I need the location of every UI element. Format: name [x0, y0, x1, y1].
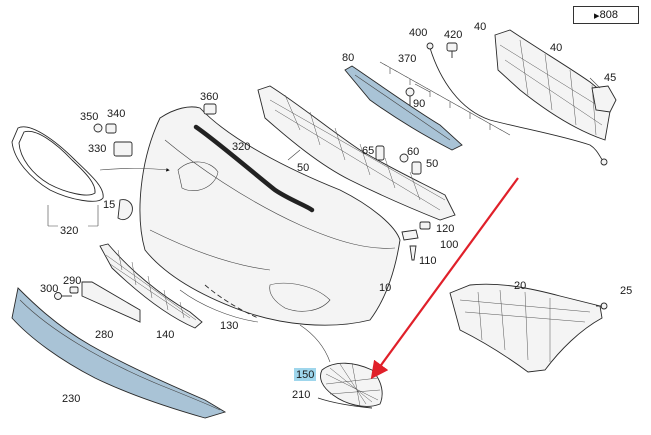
part-40-energy-absorber[interactable] [494, 29, 613, 141]
part-labels: 400 420 40 40 45 80 370 90 360 350 340 3… [40, 21, 632, 405]
label-90[interactable]: 90 [413, 98, 425, 110]
part-45-bracket[interactable] [591, 85, 617, 113]
label-280[interactable]: 280 [95, 329, 113, 341]
reference-box[interactable]: ▸ 808 [573, 6, 639, 24]
label-320[interactable]: 320 [232, 141, 250, 153]
label-340[interactable]: 330 [88, 143, 106, 155]
part-100-bracket[interactable] [401, 229, 419, 241]
part-410-cable[interactable] [426, 42, 608, 166]
label-60[interactable]: 60 [407, 146, 419, 158]
label-55[interactable]: 50 [426, 158, 438, 170]
part-360-ring[interactable] [93, 123, 103, 133]
part-10-bumper-cover[interactable] [139, 106, 401, 326]
label-50[interactable]: 50 [297, 162, 309, 174]
label-210[interactable]: 210 [292, 389, 310, 401]
label-370[interactable]: 360 [200, 91, 218, 103]
part-120-bracket[interactable] [419, 221, 431, 230]
part-20-side-bracket[interactable] [449, 283, 603, 373]
highlight-box-150 [294, 368, 316, 381]
part-60-clip[interactable] [399, 153, 409, 163]
label-130[interactable]: 130 [220, 320, 238, 332]
label-150[interactable]: 150 [296, 369, 314, 381]
leader-lines [99, 77, 601, 363]
part-15-bracket[interactable] [117, 199, 133, 221]
label-400[interactable]: 370 [398, 53, 416, 65]
reference-label: 808 [599, 9, 618, 21]
part-370-sensor[interactable] [203, 103, 217, 115]
part-340-module[interactable] [113, 141, 133, 157]
part-150-side-grille[interactable] [320, 362, 383, 407]
part-110-clip[interactable] [409, 245, 417, 261]
part-25-screw[interactable] [596, 302, 608, 310]
label-410[interactable]: 400 [409, 27, 427, 39]
label-25[interactable]: 25 [620, 285, 632, 297]
label-100[interactable]: 100 [440, 239, 458, 251]
red-indicator-arrow [370, 177, 519, 380]
label-20[interactable]: 20 [514, 280, 526, 292]
part-130-trim-strip[interactable] [204, 284, 259, 319]
part-55-bracket[interactable] [411, 161, 422, 175]
reference-arrow-icon: ▸ [594, 9, 600, 22]
part-80-air-deflector[interactable] [344, 65, 463, 151]
part-90-screw[interactable] [405, 87, 415, 106]
label-40-b[interactable]: 40 [550, 42, 562, 54]
part-50-upper-carrier[interactable] [257, 85, 456, 221]
part-210-trim[interactable] [317, 397, 373, 409]
label-350[interactable]: 340 [107, 108, 125, 120]
label-330[interactable]: 320 [60, 225, 78, 237]
part-350-sensor[interactable] [105, 123, 117, 134]
label-40-a[interactable]: 40 [474, 21, 486, 33]
part-330-grille-frame[interactable] [11, 126, 104, 227]
label-230[interactable]: 230 [62, 393, 80, 405]
part-320-seal-strip[interactable] [193, 124, 315, 213]
label-110[interactable]: 110 [419, 255, 437, 267]
label-360[interactable]: 350 [80, 111, 98, 123]
part-140-lower-grille[interactable] [99, 243, 203, 329]
label-140[interactable]: 140 [156, 329, 174, 341]
label-65[interactable]: 65 [362, 145, 374, 157]
part-230-front-spoiler[interactable] [11, 287, 227, 419]
part-65-clip[interactable] [375, 145, 385, 161]
label-120[interactable]: 120 [436, 223, 454, 235]
label-420[interactable]: 420 [444, 29, 462, 41]
label-10[interactable]: 10 [379, 282, 391, 294]
label-80[interactable]: 80 [342, 52, 354, 64]
label-300[interactable]: 300 [40, 283, 58, 295]
label-45[interactable]: 45 [604, 72, 616, 84]
part-280-plate-holder[interactable] [81, 281, 141, 323]
part-400-dashed-line[interactable] [379, 61, 511, 136]
part-420-clip[interactable] [446, 42, 458, 58]
label-290[interactable]: 290 [63, 275, 81, 287]
part-290-clip[interactable] [69, 286, 79, 294]
label-15[interactable]: 15 [103, 199, 115, 211]
part-300-screw[interactable] [54, 292, 73, 300]
